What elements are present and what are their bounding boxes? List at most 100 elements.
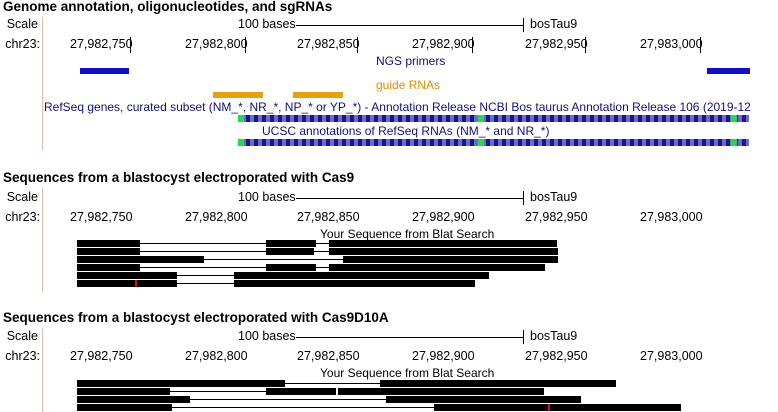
alignment-block[interactable] — [266, 264, 316, 271]
exon-marker — [238, 115, 244, 122]
exon-marker — [478, 115, 484, 122]
alignment-gap — [140, 267, 266, 268]
alignment-gap — [177, 283, 234, 284]
alignment-gap — [316, 243, 329, 244]
scale-text: 100 bases — [238, 329, 296, 343]
panel-genome-annotation: Genome annotation, oligonucleotides, and… — [0, 0, 778, 150]
scale-label: Scale — [6, 329, 38, 343]
alignment-block[interactable] — [77, 264, 140, 271]
tick-mark — [585, 37, 586, 53]
mismatch-marker — [135, 280, 137, 287]
alignment-block[interactable] — [77, 256, 204, 263]
tick-label: 27,982,800 — [185, 210, 248, 224]
tick-label: 27,982,800 — [185, 37, 248, 51]
track-label-ucsc-refseq: UCSC annotations of RefSeq RNAs (NM_* an… — [262, 124, 550, 138]
alignment-gap — [140, 251, 266, 252]
mismatch-marker — [548, 404, 550, 411]
alignment-block[interactable] — [234, 272, 489, 279]
scale-bar-end — [523, 330, 524, 344]
exon-marker — [731, 115, 737, 122]
alignment-gap — [204, 259, 343, 260]
panel-cas9d10a: Sequences from a blastocyst electroporat… — [0, 310, 778, 412]
scale-label: Scale — [6, 190, 38, 204]
tick-label: 27,982,900 — [412, 37, 475, 51]
guide-rna-feature[interactable] — [213, 92, 263, 98]
tick-mark — [245, 37, 246, 53]
track-label-blat: Your Sequence from Blat Search — [320, 366, 495, 380]
alignment-block[interactable] — [77, 280, 177, 287]
tick-label: 27,982,900 — [412, 210, 475, 224]
tick-mark — [130, 37, 131, 53]
alignment-block[interactable] — [329, 264, 545, 271]
alignment-block[interactable] — [338, 388, 544, 395]
tick-label: 27,983,000 — [640, 37, 703, 51]
scale-bar — [296, 198, 524, 199]
tick-label: 27,983,000 — [640, 210, 703, 224]
alignment-block[interactable] — [266, 388, 336, 395]
scale-label: Scale — [6, 17, 38, 31]
guide-rna-feature[interactable] — [293, 92, 343, 98]
exon-marker — [478, 139, 484, 146]
tick-label: 27,982,950 — [525, 37, 588, 51]
scale-bar-end — [523, 18, 524, 32]
chrom-label: chr23: — [5, 37, 40, 51]
tick-label: 27,982,950 — [525, 349, 588, 363]
alignment-block[interactable] — [386, 396, 581, 403]
tick-mark — [357, 37, 358, 53]
tick-label: 27,982,750 — [70, 349, 133, 363]
alignment-block[interactable] — [77, 272, 177, 279]
alignment-gap — [140, 243, 266, 244]
alignment-block[interactable] — [234, 280, 475, 287]
alignment-block[interactable] — [343, 256, 558, 263]
tick-mark — [700, 37, 701, 53]
alignment-block[interactable] — [434, 404, 681, 411]
alignment-block[interactable] — [77, 248, 140, 255]
chrom-label: chr23: — [5, 210, 40, 224]
scale-text: 100 bases — [238, 190, 296, 204]
alignment-block[interactable] — [266, 240, 316, 247]
scale-bar-end — [523, 191, 524, 205]
tick-label: 27,982,950 — [525, 210, 588, 224]
assembly-label: bosTau9 — [530, 190, 578, 204]
alignment-block[interactable] — [329, 240, 557, 247]
alignment-gap — [314, 251, 329, 252]
alignment-block[interactable] — [380, 380, 616, 387]
tick-label: 27,982,850 — [297, 210, 360, 224]
left-margin-line — [42, 17, 43, 150]
left-margin-line — [42, 188, 43, 292]
panel-cas9: Sequences from a blastocyst electroporat… — [0, 170, 778, 292]
panel-heading: Sequences from a blastocyst electroporat… — [3, 310, 389, 325]
exon-marker — [238, 139, 244, 146]
tick-label: 27,982,850 — [297, 349, 360, 363]
alignment-block[interactable] — [266, 248, 314, 255]
assembly-label: bosTau9 — [530, 17, 578, 31]
alignment-gap — [285, 383, 380, 384]
ngs-primer-feature[interactable] — [707, 68, 750, 74]
ucsc-refseq-feature[interactable] — [238, 139, 749, 146]
alignment-block[interactable] — [77, 240, 140, 247]
track-label-refseq-curated: RefSeq genes, curated subset (NM_*, NR_*… — [44, 100, 751, 114]
tick-label: 27,982,900 — [412, 349, 475, 363]
alignment-gap — [190, 399, 386, 400]
scale-bar — [296, 25, 524, 26]
ngs-primer-feature[interactable] — [80, 68, 129, 74]
alignment-block[interactable] — [77, 380, 285, 387]
alignment-block[interactable] — [77, 404, 172, 411]
tick-label: 27,982,750 — [70, 210, 133, 224]
alignment-block[interactable] — [77, 388, 170, 395]
tick-label: 27,982,800 — [185, 349, 248, 363]
tick-label: 27,982,750 — [70, 37, 133, 51]
left-margin-line — [42, 328, 43, 412]
scale-bar — [296, 337, 524, 338]
exon-marker — [731, 139, 737, 146]
tick-mark — [472, 37, 473, 53]
track-label-blat: Your Sequence from Blat Search — [320, 227, 495, 241]
track-label-ngs-primers: NGS primers — [376, 54, 446, 68]
track-label-guide-rnas: guide RNAs — [376, 78, 441, 92]
alignment-gap — [170, 391, 266, 392]
alignment-block[interactable] — [77, 396, 190, 403]
refseq-gene-feature[interactable] — [238, 115, 749, 122]
scale-text: 100 bases — [238, 17, 296, 31]
tick-label: 27,982,850 — [297, 37, 360, 51]
alignment-block[interactable] — [329, 248, 558, 255]
